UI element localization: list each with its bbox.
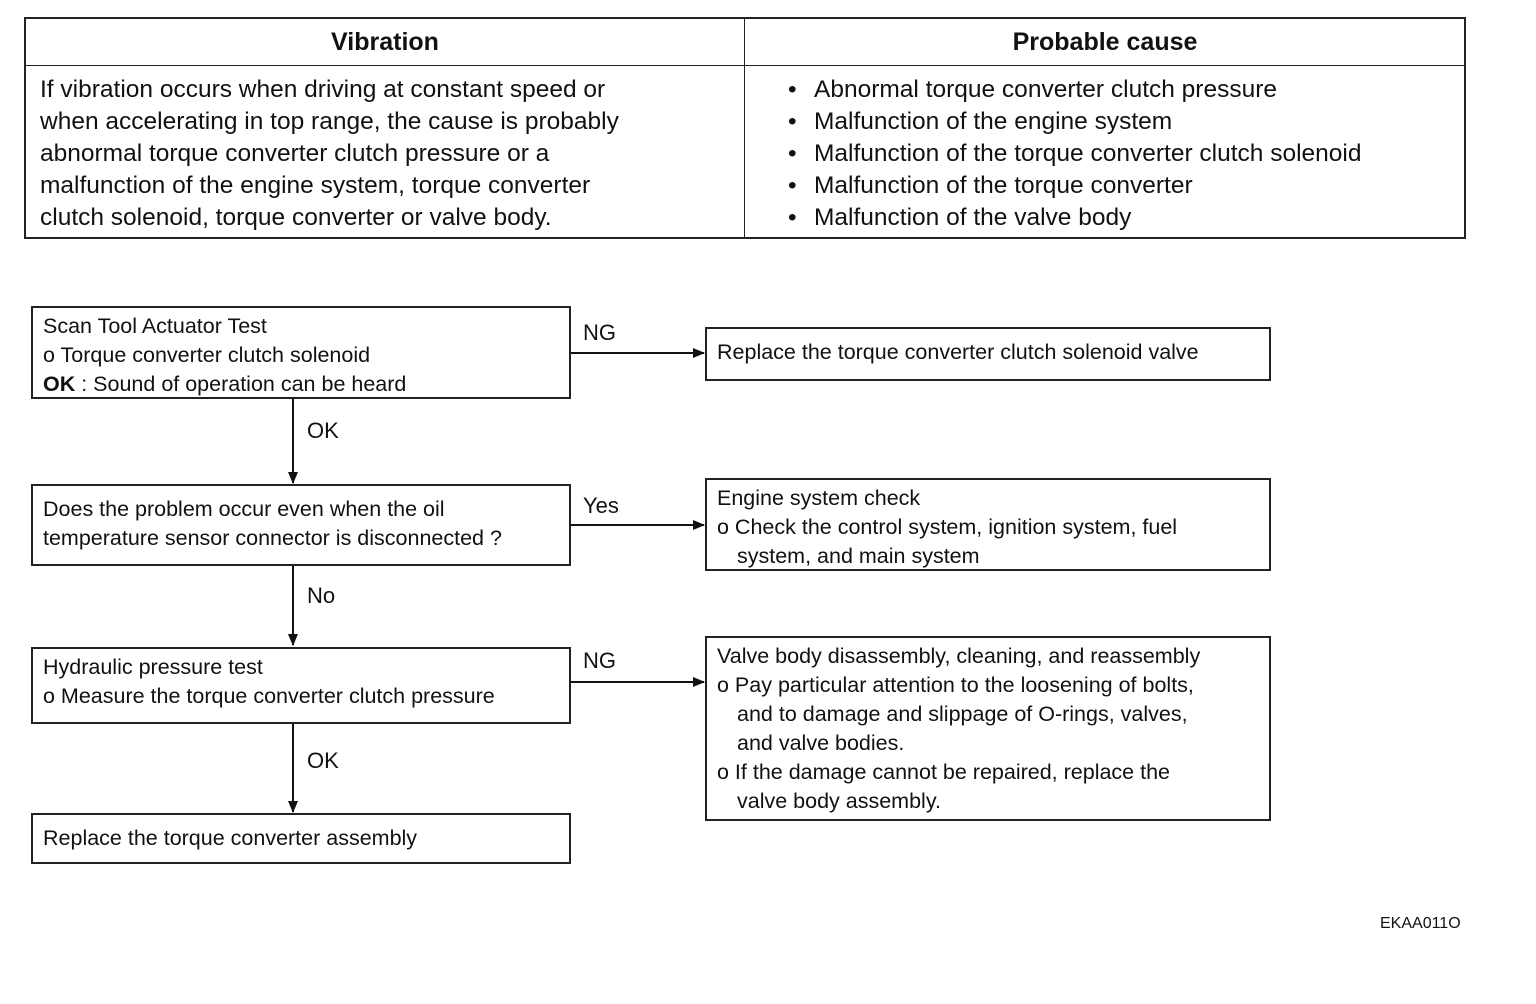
- valve-body-line1: o Pay particular attention to the loosen…: [717, 673, 1194, 697]
- step3-hydraulic-box: Hydraulic pressure test o Measure the to…: [31, 647, 571, 724]
- engine-check-line1: o Check the control system, ignition sys…: [717, 515, 1178, 539]
- step1-ok-label: OK: [307, 418, 339, 443]
- vibration-description: If vibration occurs when driving at cons…: [40, 74, 730, 234]
- cause-item: Malfunction of the valve body: [782, 202, 1361, 234]
- step2-yes-label: Yes: [583, 493, 619, 518]
- valve-body-title: Valve body disassembly, cleaning, and re…: [717, 644, 1201, 668]
- cause-item: Abnormal torque converter clutch pressur…: [782, 74, 1361, 106]
- step1-ng-result-text: Replace the torque converter clutch sole…: [717, 340, 1199, 364]
- step2-line2: temperature sensor connector is disconne…: [43, 526, 502, 550]
- valve-body-line5: valve body assembly.: [737, 789, 941, 813]
- step4-text: Replace the torque converter assembly: [43, 826, 418, 850]
- engine-check-title: Engine system check: [717, 486, 921, 510]
- engine-check-line2: system, and main system: [737, 544, 980, 568]
- step1-item: o Torque converter clutch solenoid: [43, 343, 371, 367]
- step3-title: Hydraulic pressure test: [43, 655, 263, 679]
- header-probable-cause: Probable cause: [1012, 28, 1198, 56]
- step1-title: Scan Tool Actuator Test: [43, 314, 267, 338]
- vibration-line: when accelerating in top range, the caus…: [40, 108, 619, 135]
- vibration-line: abnormal torque converter clutch pressur…: [40, 140, 550, 167]
- step1-ok-line: OK : Sound of operation can be heard: [43, 370, 559, 399]
- step1-ok-bold: OK: [43, 372, 76, 396]
- valve-body-line2: and to damage and slippage of O-rings, v…: [737, 702, 1188, 726]
- vibration-line: malfunction of the engine system, torque…: [40, 172, 591, 199]
- step3-item: o Measure the torque converter clutch pr…: [43, 684, 495, 708]
- step3-ng-label: NG: [583, 648, 616, 673]
- cause-item: Malfunction of the torque converter clut…: [782, 138, 1361, 170]
- column-divider: [744, 19, 745, 237]
- header-vibration: Vibration: [331, 28, 439, 56]
- valve-body-line3: and valve bodies.: [737, 731, 905, 755]
- figure-code: EKAA011O: [1380, 915, 1461, 932]
- step1-ok-text: : Sound of operation can be heard: [75, 372, 407, 396]
- step2-no-label: No: [307, 583, 336, 608]
- valve-body-line4: o If the damage cannot be repaired, repl…: [717, 760, 1171, 784]
- step1-ng-result-box: Replace the torque converter clutch sole…: [705, 327, 1271, 381]
- cause-item: Malfunction of the engine system: [782, 106, 1361, 138]
- step1-ng-label: NG: [583, 320, 616, 345]
- step3-ng-result-box: Valve body disassembly, cleaning, and re…: [705, 636, 1271, 821]
- vibration-line: If vibration occurs when driving at cons…: [40, 76, 606, 103]
- step2-question-box: Does the problem occur even when the oil…: [31, 484, 571, 566]
- step2-yes-result-box: Engine system check o Check the control …: [705, 478, 1271, 571]
- step4-replace-box: Replace the torque converter assembly: [31, 813, 571, 864]
- probable-cause-list: Abnormal torque converter clutch pressur…: [782, 74, 1361, 234]
- cause-item: Malfunction of the torque converter: [782, 170, 1361, 202]
- symptom-table: Vibration Probable cause If vibration oc…: [24, 17, 1466, 239]
- step2-line1: Does the problem occur even when the oil: [43, 497, 445, 521]
- step1-scan-tool-box: Scan Tool Actuator Test o Torque convert…: [31, 306, 571, 399]
- vibration-line: clutch solenoid, torque converter or val…: [40, 204, 552, 231]
- step3-ok-label: OK: [307, 748, 339, 773]
- header-divider: [26, 65, 1464, 66]
